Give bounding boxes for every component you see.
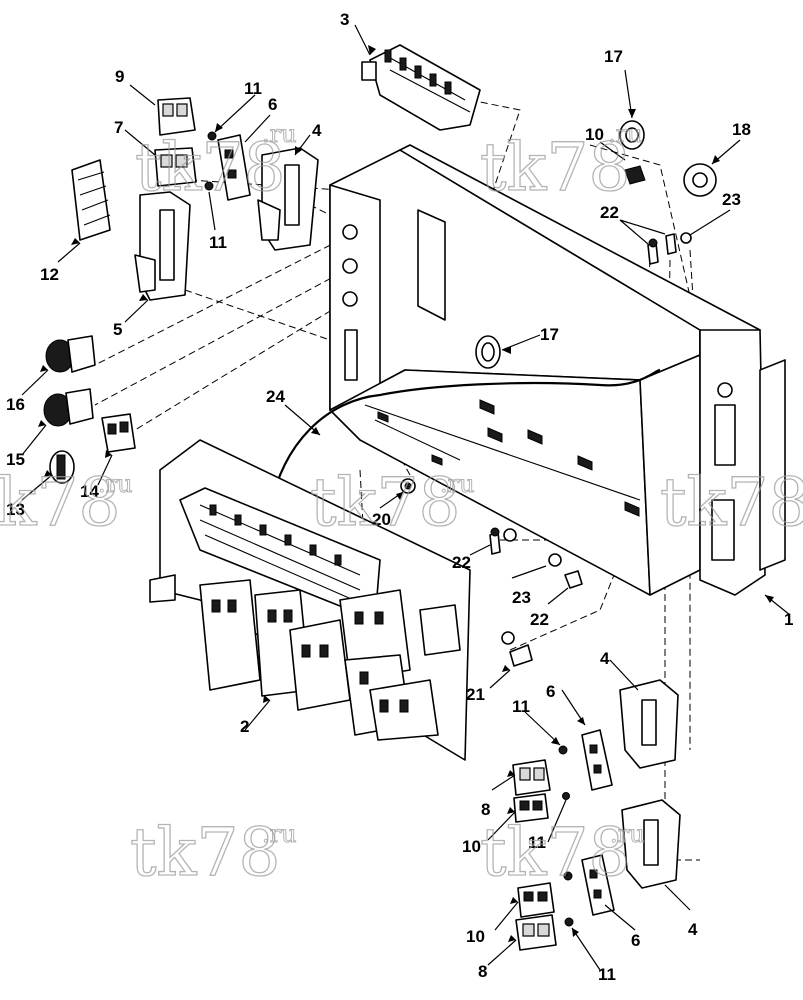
callout-13: 13 — [6, 500, 25, 519]
callout-17: 17 — [604, 47, 623, 66]
callout-16: 16 — [6, 395, 25, 414]
callout-23: 23 — [512, 588, 531, 607]
callout-20: 20 — [372, 510, 391, 529]
hood-housing-5 — [134, 191, 191, 301]
callout-21: 21 — [466, 685, 485, 704]
watermark-text: tk78 — [0, 464, 121, 541]
watermark-suffix: .ru — [262, 820, 297, 848]
callout-24: 24 — [266, 387, 285, 406]
clip-19 — [624, 165, 646, 185]
callout-22: 22 — [452, 553, 471, 572]
watermark-suffix: .ru — [608, 120, 643, 148]
pushbutton-16 — [45, 335, 96, 373]
callout-18: 18 — [732, 120, 751, 139]
callout-5: 5 — [113, 320, 122, 339]
connector-insert-9 — [157, 97, 196, 136]
callout-8: 8 — [478, 962, 487, 981]
contact-block-14 — [101, 413, 136, 453]
small-nuts-11-top — [204, 131, 217, 191]
callout-7: 7 — [114, 118, 123, 137]
callout-10: 10 — [462, 837, 481, 856]
fitting-21-washer-23 — [501, 631, 533, 667]
connector-set-lower-1 — [512, 679, 679, 823]
grommet-18 — [683, 163, 717, 197]
selector-switch-13 — [49, 450, 75, 484]
callout-2: 2 — [240, 717, 249, 736]
terminal-holder-6-top — [217, 134, 251, 201]
multi-pin-insert-12 — [71, 159, 111, 241]
grommet-20 — [400, 478, 416, 494]
callout-22: 22 — [600, 203, 619, 222]
connector-insert-7 — [154, 147, 197, 187]
callout-14: 14 — [80, 482, 99, 501]
watermark-text: tk78 — [660, 464, 803, 541]
callout-3: 3 — [340, 10, 349, 29]
connector-set-lower-2 — [515, 792, 681, 951]
leader-arrowheads — [38, 45, 774, 942]
callout-11: 11 — [209, 233, 227, 252]
terminal-block-assembly-3 — [361, 44, 481, 131]
grommet-17-installed — [475, 335, 501, 369]
screws-22-washer-23-mid — [489, 527, 583, 589]
terminal-row — [179, 487, 381, 621]
contactor-blocks — [199, 579, 439, 741]
callout-23: 23 — [722, 190, 741, 209]
callout-15: 15 — [6, 450, 25, 469]
watermark-text: tk78 — [480, 129, 631, 206]
callout-11: 11 — [528, 833, 546, 852]
callout-1: 1 — [784, 610, 793, 629]
watermark-suffix: .ru — [440, 470, 475, 498]
callout-6: 6 — [631, 931, 640, 950]
callout-12: 12 — [40, 265, 59, 284]
callout-11: 11 — [598, 965, 616, 984]
callout-labels: 1 2 3 4 4 4 5 6 6 6 7 8 8 9 10 10 10 11 … — [6, 10, 793, 984]
callout-4: 4 — [688, 920, 698, 939]
enclosure-housing — [329, 144, 786, 596]
grommet-17-top — [619, 120, 645, 150]
callout-8: 8 — [481, 800, 490, 819]
callout-6: 6 — [268, 95, 277, 114]
watermark-text: tk78 — [130, 814, 281, 891]
watermark-text: tk78 — [135, 129, 286, 206]
callout-11: 11 — [244, 79, 262, 98]
callout-4: 4 — [312, 121, 322, 140]
callout-4: 4 — [600, 649, 610, 668]
pushbutton-15 — [43, 388, 94, 427]
cable-24 — [266, 368, 661, 521]
hood-housing-4-top — [257, 147, 319, 251]
callout-6: 6 — [546, 682, 555, 701]
callout-10: 10 — [466, 927, 485, 946]
watermark-suffix: .ru — [262, 120, 297, 148]
callout-10: 10 — [585, 125, 604, 144]
floor-clips — [377, 399, 640, 517]
watermark-suffix: .ru — [610, 820, 645, 848]
din-rail-assembly-2 — [149, 439, 471, 761]
callout-11: 11 — [512, 697, 530, 716]
watermark-text: tk78 — [310, 464, 461, 541]
callout-22: 22 — [530, 610, 549, 629]
watermark-suffix: .ru — [98, 470, 133, 498]
callout-9: 9 — [115, 67, 124, 86]
callout-17: 17 — [540, 325, 559, 344]
watermarks: tk78 .ru tk78 .ru tk78 .ru tk78 .ru tk78… — [0, 120, 803, 892]
watermark-text: tk78 — [480, 814, 631, 891]
screws-22-washer-23-top — [647, 232, 692, 265]
